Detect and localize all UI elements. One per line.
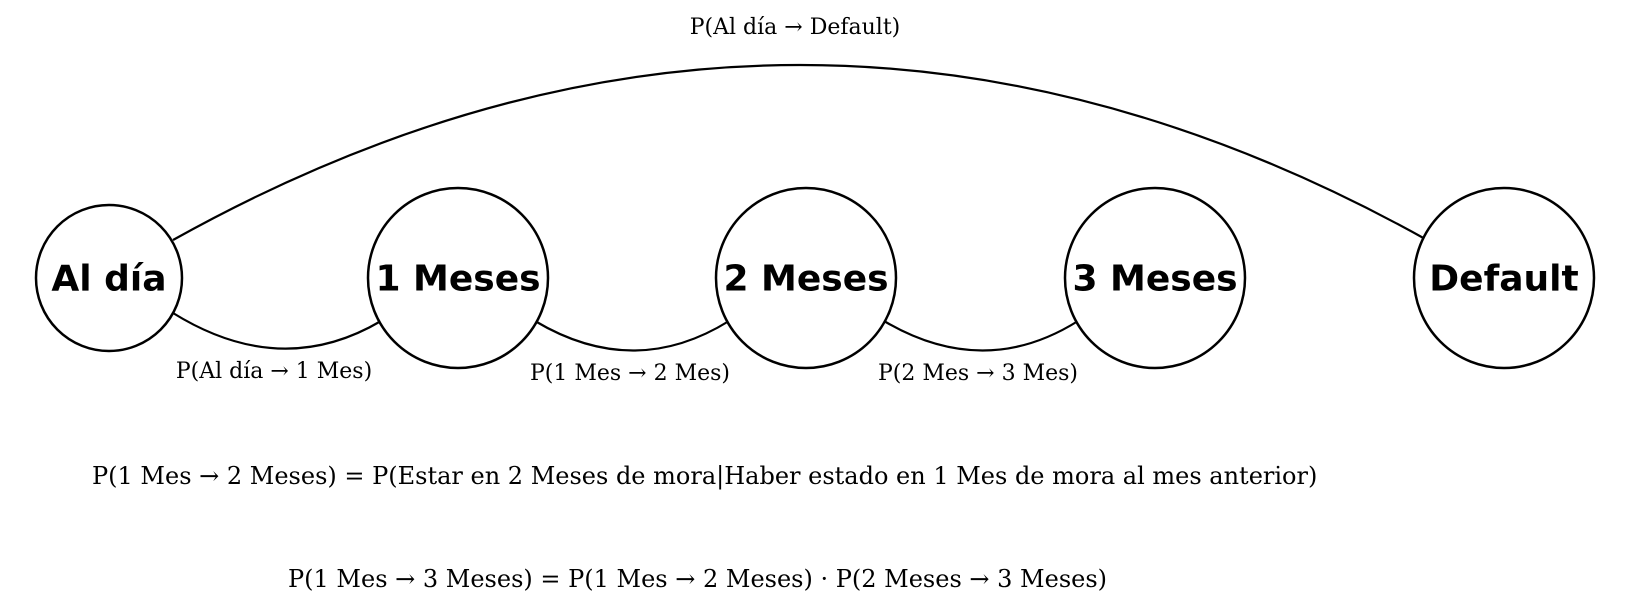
conditional-probability-formula: P(1 Mes → 2 Meses) = P(Estar en 2 Meses …: [92, 462, 1318, 490]
node-al-dia-circle: [34, 203, 184, 353]
edge-al-dia-to-default: [172, 63, 1428, 241]
node-2-mes-circle: [714, 186, 898, 370]
node-2-mes-label: 2 Meses: [723, 259, 888, 300]
node-default-label: Default: [1429, 259, 1578, 300]
product-probability-formula: P(1 Mes → 3 Meses) = P(1 Mes → 2 Meses) …: [288, 565, 1108, 593]
node-1-mes-circle: [366, 186, 550, 370]
node-al-dia-label: Al día: [51, 259, 166, 300]
node-3-mes-circle: [1063, 186, 1247, 370]
edge-label-1-mes-to-2-mes: P(1 Mes → 2 Mes): [530, 361, 730, 386]
edge-label-al-dia-to-1-mes: P(Al día → 1 Mes): [176, 359, 372, 384]
edge-label-2-mes-to-3-mes: P(2 Mes → 3 Mes): [878, 361, 1078, 386]
edge-1-mes-to-2-mes: [534, 320, 730, 352]
node-3-mes-label: 3 Meses: [1072, 259, 1237, 300]
node-2-mes: 2 Meses: [714, 186, 898, 370]
node-default: Default: [1412, 186, 1596, 370]
node-default-circle: [1412, 186, 1596, 370]
node-al-dia: Al día: [34, 203, 184, 353]
edge-2-mes-to-3-mes: [883, 320, 1079, 352]
node-1-mes: 1 Meses: [366, 186, 550, 370]
edge-label-al-dia-to-default: P(Al día → Default): [690, 15, 901, 40]
node-1-mes-label: 1 Meses: [375, 259, 540, 300]
node-3-mes: 3 Meses: [1063, 186, 1247, 370]
edge-al-dia-to-1-mes: [172, 312, 382, 350]
